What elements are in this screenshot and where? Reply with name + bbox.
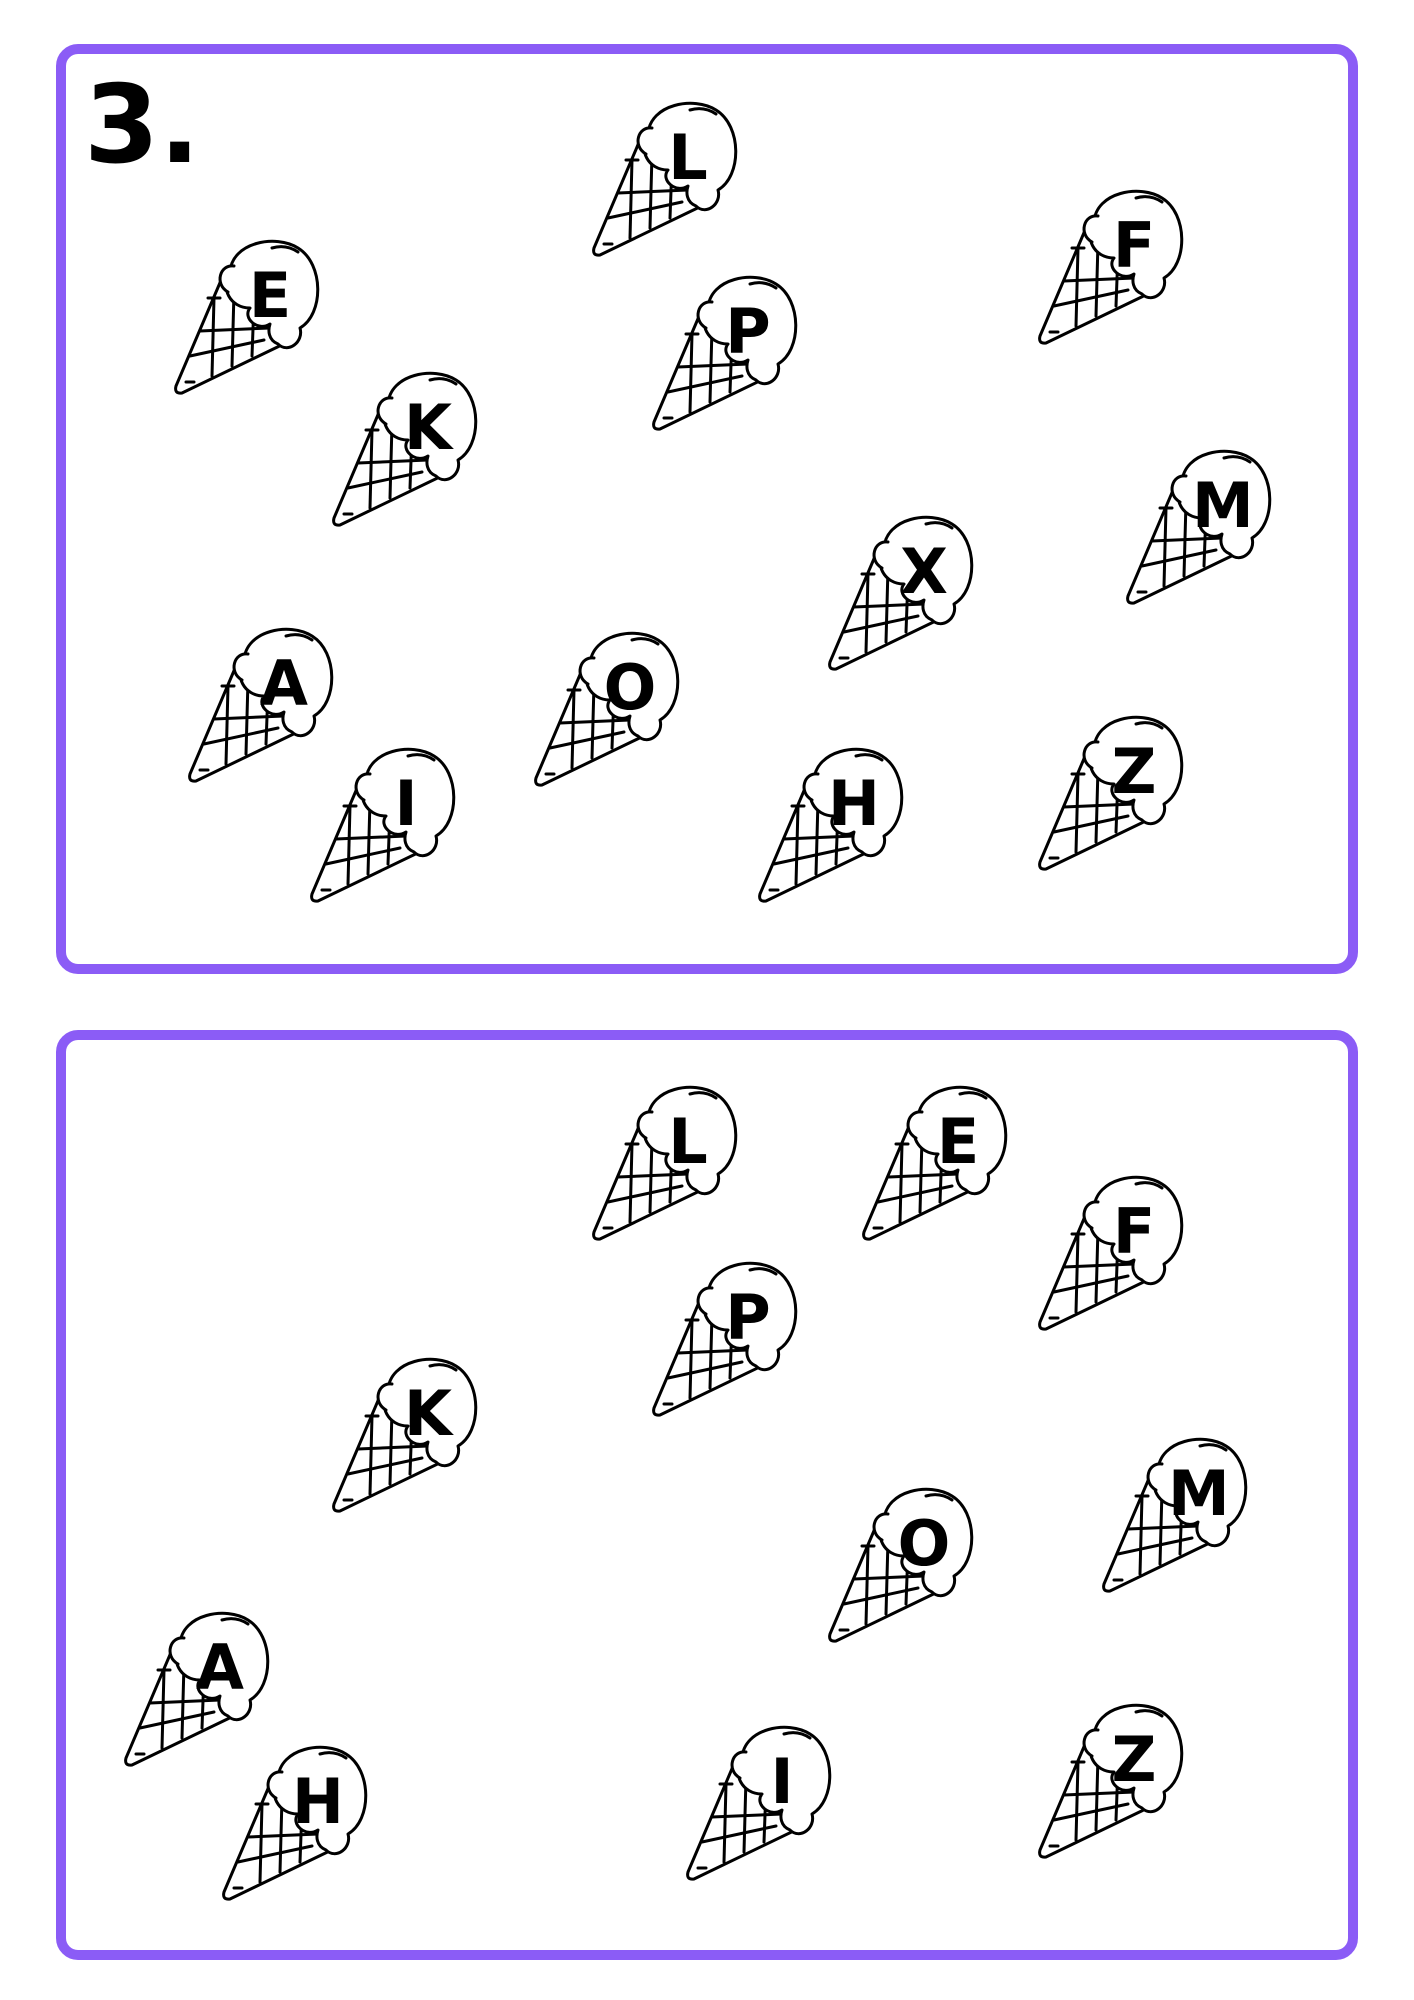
ice-cream-cone: A (122, 1608, 292, 1778)
cone-letter: F (1112, 1195, 1156, 1268)
ice-cream-cone: K (330, 368, 500, 538)
cone-letter: K (403, 391, 453, 464)
ice-cream-cone: F (1036, 1172, 1206, 1342)
ice-cream-cone: P (650, 1258, 820, 1428)
ice-cream-cone: P (650, 272, 820, 442)
cone-letter: P (725, 1281, 771, 1354)
ice-cream-cone: H (756, 744, 926, 914)
cone-letter: K (403, 1377, 453, 1450)
ice-cream-cone: O (532, 628, 702, 798)
cone-letter: Z (1111, 735, 1157, 808)
cone-letter: A (260, 647, 308, 720)
cone-letter: M (1192, 469, 1254, 542)
cone-letter: H (828, 767, 880, 840)
ice-cream-cone: Z (1036, 1700, 1206, 1870)
ice-cream-cone: A (186, 624, 356, 794)
cone-letter: P (725, 295, 771, 368)
ice-cream-cone: Z (1036, 712, 1206, 882)
exercise-number: 3. (84, 63, 201, 188)
ice-cream-cone: K (330, 1354, 500, 1524)
ice-cream-cone: E (172, 236, 342, 406)
cone-letter: E (248, 259, 292, 332)
cone-letter: I (394, 767, 418, 840)
ice-cream-cone: F (1036, 186, 1206, 356)
cone-letter: F (1112, 209, 1156, 282)
ice-cream-cone: L (590, 1082, 760, 1252)
cone-letter: L (668, 121, 708, 194)
cone-letter: A (196, 1631, 244, 1704)
ice-cream-cone: M (1100, 1434, 1270, 1604)
ice-cream-cone: X (826, 512, 996, 682)
ice-cream-cone: O (826, 1484, 996, 1654)
ice-cream-cone: M (1124, 446, 1294, 616)
ice-cream-cone: E (860, 1082, 1030, 1252)
cone-letter: O (603, 651, 657, 724)
ice-cream-cone: I (308, 744, 478, 914)
cone-letter: L (668, 1105, 708, 1178)
ice-cream-cone: I (684, 1722, 854, 1892)
cone-letter: I (770, 1745, 794, 1818)
cone-letter: Z (1111, 1723, 1157, 1796)
cone-letter: H (292, 1765, 344, 1838)
ice-cream-cone: H (220, 1742, 390, 1912)
cone-letter: O (897, 1507, 951, 1580)
cone-letter: X (900, 535, 948, 608)
cone-letter: E (936, 1105, 980, 1178)
ice-cream-cone: L (590, 98, 760, 268)
cone-letter: M (1168, 1457, 1230, 1530)
